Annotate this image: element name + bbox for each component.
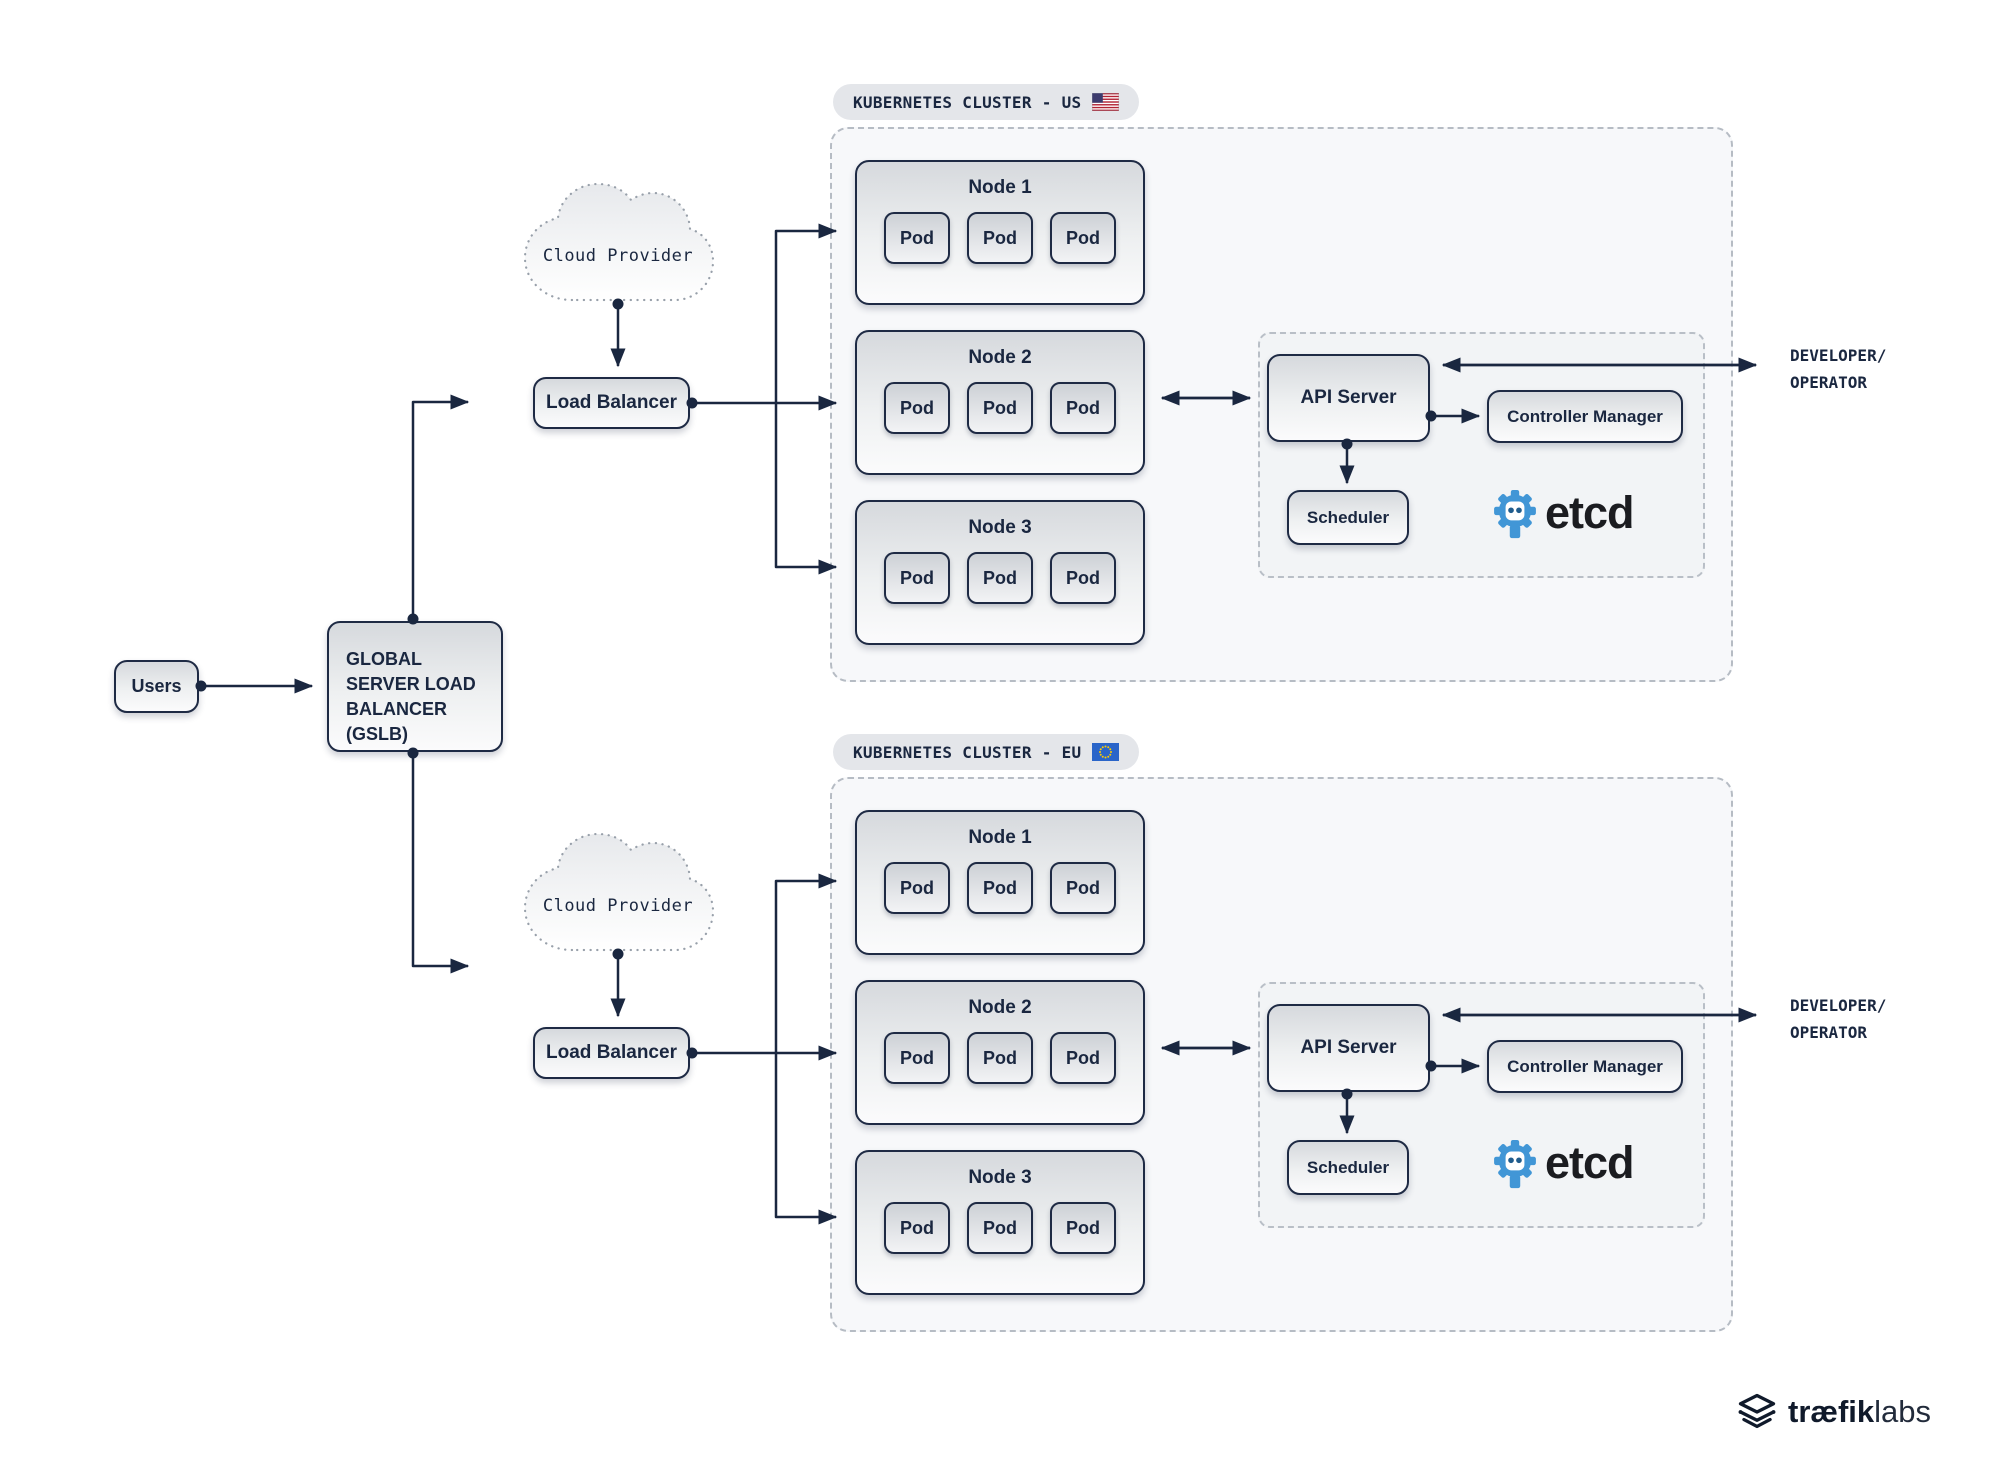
pod-box: Pod — [884, 212, 950, 264]
pod-box: Pod — [884, 552, 950, 604]
cluster-eu-label: KUBERNETES CLUSTER - EU — [853, 742, 1082, 762]
scheduler-label: Scheduler — [1306, 507, 1390, 527]
pod-label: Pod — [900, 567, 934, 588]
scheduler-box: Scheduler — [1287, 1140, 1409, 1195]
pod-box: Pod — [884, 1032, 950, 1084]
pod-box: Pod — [1050, 862, 1116, 914]
developer-operator-label: DEVELOPER/ OPERATOR — [1790, 996, 1887, 1042]
cloud-provider-icon — [523, 832, 715, 952]
pod-box: Pod — [967, 1032, 1033, 1084]
cluster-us: KUBERNETES CLUSTER - US — [0, 0, 2000, 700]
node-3-box: Node 3 Pod Pod Pod — [855, 500, 1145, 645]
cluster-us-header: KUBERNETES CLUSTER - US — [833, 84, 1140, 120]
node-1-box: Node 1 Pod Pod Pod — [855, 160, 1145, 305]
cluster-eu: KUBERNETES CLUSTER - EU — [0, 650, 2000, 1350]
developer-operator-label: DEVELOPER/ OPERATOR — [1790, 346, 1887, 392]
load-balancer-label: Load Balancer — [546, 392, 677, 413]
pod-box: Pod — [1050, 1202, 1116, 1254]
eu-flag-icon — [1092, 743, 1120, 761]
etcd-logo: etcd — [1492, 1134, 1635, 1192]
users-box: Users — [114, 660, 199, 713]
pod-label: Pod — [900, 397, 934, 418]
pod-label: Pod — [1066, 1217, 1100, 1238]
pod-label: Pod — [1066, 227, 1100, 248]
pod-label: Pod — [1066, 567, 1100, 588]
load-balancer-label: Load Balancer — [546, 1042, 677, 1063]
pod-box: Pod — [884, 382, 950, 434]
pod-box: Pod — [884, 862, 950, 914]
node-title: Node 2 — [968, 997, 1032, 1018]
pod-label: Pod — [900, 1047, 934, 1068]
etcd-wordmark: etcd — [1545, 487, 1635, 538]
node-2-box: Node 2 Pod Pod Pod — [855, 980, 1145, 1125]
scheduler-label: Scheduler — [1306, 1157, 1390, 1177]
cluster-eu-header: KUBERNETES CLUSTER - EU — [833, 734, 1140, 770]
cloud-provider-label: Cloud Provider — [542, 246, 694, 266]
pod-label: Pod — [983, 227, 1017, 248]
cluster-us-label: KUBERNETES CLUSTER - US — [853, 92, 1082, 112]
node-title: Node 1 — [968, 827, 1032, 848]
pod-label: Pod — [1066, 877, 1100, 898]
controller-manager-label: Controller Manager — [1507, 1056, 1663, 1076]
load-balancer-box: Load Balancer — [533, 1027, 690, 1079]
api-server-label: API Server — [1300, 387, 1397, 408]
pod-box: Pod — [967, 552, 1033, 604]
node-title: Node 3 — [968, 517, 1032, 538]
node-title: Node 3 — [968, 1167, 1032, 1188]
api-server-box: API Server — [1267, 1004, 1430, 1092]
scheduler-box: Scheduler — [1287, 490, 1409, 545]
pod-label: Pod — [900, 227, 934, 248]
api-server-box: API Server — [1267, 354, 1430, 442]
pod-box: Pod — [967, 862, 1033, 914]
pod-box: Pod — [1050, 212, 1116, 264]
pod-box: Pod — [1050, 1032, 1116, 1084]
etcd-logo: etcd — [1492, 484, 1635, 542]
traefiklabs-wordmark: træfiklabs — [1788, 1394, 1932, 1429]
traefik-mark-icon — [1738, 1393, 1776, 1429]
pod-label: Pod — [900, 877, 934, 898]
node-2-box: Node 2 Pod Pod Pod — [855, 330, 1145, 475]
pod-label: Pod — [1066, 1047, 1100, 1068]
pod-box: Pod — [967, 382, 1033, 434]
node-title: Node 2 — [968, 347, 1032, 368]
pod-label: Pod — [983, 877, 1017, 898]
users-label: Users — [131, 676, 182, 696]
pod-box: Pod — [1050, 382, 1116, 434]
pod-label: Pod — [900, 1217, 934, 1238]
pod-box: Pod — [967, 1202, 1033, 1254]
etcd-wordmark: etcd — [1545, 1137, 1635, 1188]
pod-label: Pod — [983, 1047, 1017, 1068]
cloud-provider-icon — [523, 182, 715, 302]
controller-manager-label: Controller Manager — [1507, 406, 1663, 426]
pod-box: Pod — [884, 1202, 950, 1254]
api-server-label: API Server — [1300, 1037, 1397, 1058]
traefiklabs-logo: træfiklabs — [1735, 1390, 1931, 1434]
etcd-gear-icon — [1494, 490, 1536, 539]
gslb-label: GLOBAL SERVER LOAD BALANCER (GSLB) — [346, 649, 476, 744]
node-3-box: Node 3 Pod Pod Pod — [855, 1150, 1145, 1295]
us-flag-icon — [1092, 93, 1120, 111]
load-balancer-box: Load Balancer — [533, 377, 690, 429]
controller-manager-box: Controller Manager — [1487, 1040, 1683, 1093]
pod-label: Pod — [983, 567, 1017, 588]
pod-box: Pod — [967, 212, 1033, 264]
node-title: Node 1 — [968, 177, 1032, 198]
etcd-gear-icon — [1494, 1140, 1536, 1189]
controller-manager-box: Controller Manager — [1487, 390, 1683, 443]
pod-label: Pod — [1066, 397, 1100, 418]
pod-box: Pod — [1050, 552, 1116, 604]
node-1-box: Node 1 Pod Pod Pod — [855, 810, 1145, 955]
cloud-provider-label: Cloud Provider — [542, 896, 694, 916]
pod-label: Pod — [983, 1217, 1017, 1238]
gslb-box: GLOBAL SERVER LOAD BALANCER (GSLB) — [327, 621, 503, 752]
pod-label: Pod — [983, 397, 1017, 418]
